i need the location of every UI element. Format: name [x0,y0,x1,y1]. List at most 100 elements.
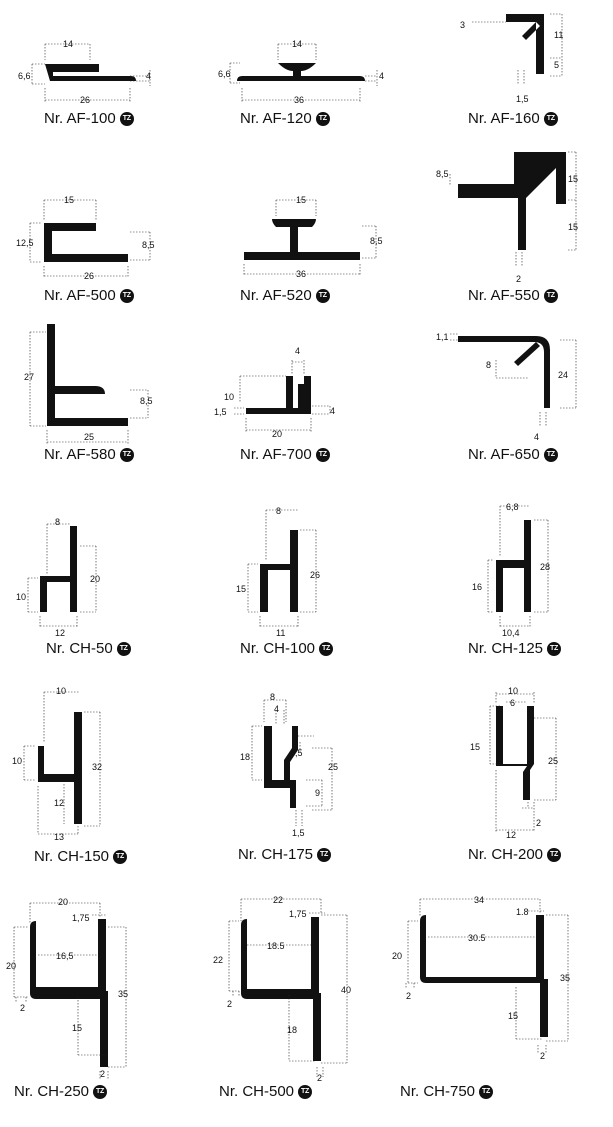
tz-badge-icon: TZ [119,447,134,462]
svg-text:8,5: 8,5 [142,240,155,250]
svg-text:12: 12 [506,830,516,840]
svg-text:9: 9 [315,788,320,798]
profile-drawing: 6,8 28 16 10,4 [472,502,550,638]
svg-text:8,5: 8,5 [370,236,383,246]
svg-text:4: 4 [295,346,300,356]
svg-text:14: 14 [63,39,73,49]
svg-text:15: 15 [508,1011,518,1021]
svg-text:15: 15 [296,195,306,205]
tz-badge-icon: TZ [547,847,562,862]
profile-drawing: 15 12,5 8,5 26 [16,195,155,281]
svg-text:16: 16 [472,582,482,592]
svg-text:4: 4 [534,432,539,442]
svg-text:5: 5 [554,60,559,70]
svg-text:34: 34 [474,895,484,905]
svg-text:8: 8 [55,517,60,527]
svg-text:15: 15 [568,222,578,232]
profile-drawing: 8 4 18 3,5 25 9 1,5 [240,692,338,838]
svg-text:2: 2 [20,1003,25,1013]
svg-text:28: 28 [540,562,550,572]
svg-text:22: 22 [273,895,283,905]
svg-text:1,5: 1,5 [516,94,529,104]
svg-text:26: 26 [80,95,90,105]
svg-text:11: 11 [554,30,563,40]
svg-text:16,5: 16,5 [56,951,74,961]
svg-text:3: 3 [460,20,465,30]
svg-text:20: 20 [58,897,68,907]
svg-text:12: 12 [55,628,65,638]
profile-drawing: 34 1.8 30.5 20 35 2 15 2 [392,895,570,1061]
svg-text:26: 26 [310,570,320,580]
profile-drawing: 8 26 15 11 [236,506,320,638]
svg-text:12,5: 12,5 [16,238,34,248]
svg-text:10: 10 [12,756,22,766]
svg-text:3,5: 3,5 [290,748,303,758]
tz-badge-icon: TZ [298,1084,313,1099]
svg-text:36: 36 [294,95,304,105]
svg-text:12: 12 [54,798,64,808]
svg-text:2: 2 [536,818,541,828]
svg-text:2: 2 [540,1051,545,1061]
svg-text:2: 2 [516,274,521,284]
tz-badge-icon: TZ [119,288,134,303]
tz-badge-icon: TZ [315,288,330,303]
svg-text:1,5: 1,5 [292,828,305,838]
svg-text:6,8: 6,8 [506,502,519,512]
svg-text:8,5: 8,5 [436,169,449,179]
profile-drawing: 10 32 10 12 13 [12,686,102,842]
svg-text:6,6: 6,6 [218,69,231,79]
svg-text:20: 20 [392,951,402,961]
svg-text:4: 4 [330,406,335,416]
svg-text:4: 4 [379,71,384,81]
svg-text:10: 10 [224,392,234,402]
tz-badge-icon: TZ [547,641,562,656]
profile-drawing: 3 11 5 1,5 [460,13,563,104]
svg-text:36: 36 [296,269,306,279]
svg-text:24: 24 [558,370,568,380]
svg-text:2: 2 [406,991,411,1001]
svg-text:2: 2 [100,1069,105,1079]
tz-badge-icon: TZ [93,1084,108,1099]
svg-text:8,5: 8,5 [140,396,153,406]
svg-text:18: 18 [287,1025,297,1035]
svg-text:40: 40 [341,985,351,995]
profile-drawing: 1,1 8 24 4 [436,332,577,442]
svg-text:18.5: 18.5 [267,941,285,951]
svg-text:13: 13 [54,832,64,842]
tz-badge-icon: TZ [319,641,334,656]
svg-text:25: 25 [328,762,338,772]
profile-drawing: 14 6,6 4 26 [18,39,151,105]
svg-text:25: 25 [548,756,558,766]
svg-text:10: 10 [508,686,518,696]
svg-text:35: 35 [560,973,570,983]
svg-text:20: 20 [90,574,100,584]
profile-drawing: 8 20 10 12 [16,517,100,638]
profile-drawing: 22 1,75 18.5 22 40 2 18 2 [213,895,351,1083]
svg-text:1,75: 1,75 [72,913,90,923]
svg-text:1,1: 1,1 [436,332,449,342]
svg-text:15: 15 [236,584,246,594]
svg-text:8: 8 [270,692,275,702]
